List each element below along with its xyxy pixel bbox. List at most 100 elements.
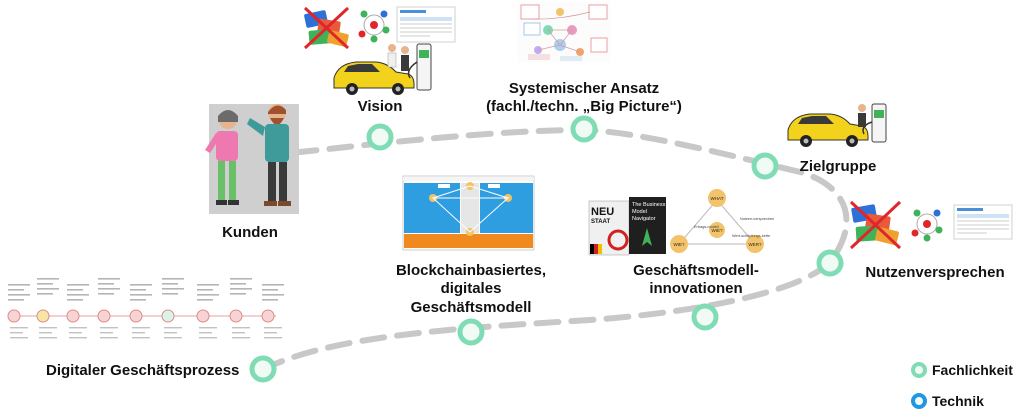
process-step-text-line <box>230 293 246 295</box>
process-step-text-line <box>230 278 252 280</box>
book2-line-3: Navigator <box>632 216 656 222</box>
legend-technik-label: Technik <box>932 393 984 409</box>
process-step-text-line <box>130 284 152 286</box>
process-step-icon <box>66 309 80 323</box>
business-model-navigator-book: The Business Model Navigator <box>629 197 666 254</box>
label-blockchain: Blockchainbasiertes, digitales Geschäfts… <box>388 262 554 317</box>
crossed-cards <box>303 6 350 50</box>
car-charging-scene <box>333 43 432 95</box>
process-step-note-line <box>69 327 87 329</box>
process-step-note-line <box>164 327 182 329</box>
process-step-text-line <box>67 289 83 291</box>
process-step-text-line <box>98 283 114 285</box>
neustaat-book: NEU STAAT <box>588 200 630 256</box>
triangle-side-left: Ertrags-modell <box>694 225 719 229</box>
process-step-note-line <box>10 327 28 329</box>
process-step-note-line <box>10 332 23 334</box>
process-step-text-line <box>8 299 24 301</box>
process-step-note-line <box>199 332 212 334</box>
process-step-note-line <box>39 332 52 334</box>
document-screenshot-2 <box>953 204 1013 240</box>
process-step-text-line <box>8 294 30 296</box>
process-step-note-line <box>100 327 118 329</box>
journey-path <box>259 126 850 373</box>
process-step-text-line <box>230 288 252 290</box>
milestone-node-vision[interactable] <box>366 123 394 151</box>
process-step-note-line <box>164 332 177 334</box>
process-step-icon <box>97 309 111 323</box>
process-step-note-line <box>132 337 150 339</box>
milestone-node-nutzenversprechen[interactable] <box>816 249 844 277</box>
process-step-icon <box>161 309 175 323</box>
process-step-text-line <box>98 278 120 280</box>
process-step-note-line <box>132 332 145 334</box>
label-systemisch-line2: (fachl./techn. „Big Picture“) <box>486 98 682 116</box>
process-step-text-line <box>130 294 152 296</box>
label-zielgruppe: Zielgruppe <box>799 158 877 175</box>
nutzenversprechen-illustration <box>849 200 1013 250</box>
process-step-text-line <box>67 299 83 301</box>
process-step-text-line <box>98 293 114 295</box>
process-step-note-line <box>264 332 277 334</box>
process-step-note-line <box>232 327 250 329</box>
process-step-text-line <box>37 288 59 290</box>
process-step-note-line <box>69 332 82 334</box>
label-blockchain-line3: Geschäftsmodell <box>410 298 532 316</box>
legend-technik-marker <box>911 393 927 409</box>
book-title-2: STAAT <box>591 219 610 225</box>
process-step-text-line <box>230 283 246 285</box>
milestone-node-zielgruppe[interactable] <box>751 152 779 180</box>
process-step-text-line <box>98 288 120 290</box>
label-systemisch: Systemischer Ansatz (fachl./techn. „Big … <box>474 80 694 117</box>
book-title-1: NEU <box>591 206 614 218</box>
zielgruppe-illustration <box>787 103 887 147</box>
process-step-text-line <box>37 283 53 285</box>
legend-fachlichkeit-marker <box>911 362 927 378</box>
triangle-top: WHAT <box>711 196 724 201</box>
process-step-text-line <box>8 284 30 286</box>
process-step-note-line <box>39 337 57 339</box>
triangle-center: WIE? <box>711 228 722 233</box>
magic-triangle: WHAT WIE? WER? WIE? Nutzen-versprechen E… <box>670 189 774 253</box>
process-step-icon <box>7 309 21 323</box>
triangle-side-top: Nutzen-versprechen <box>740 217 774 221</box>
blockchain-canvas-illustration <box>402 175 535 251</box>
milestone-node-blockchain[interactable] <box>457 318 485 346</box>
process-step-note-line <box>39 327 57 329</box>
milestone-node-prozess[interactable] <box>249 355 277 383</box>
process-step-note-line <box>100 332 113 334</box>
label-blockchain-line1: Blockchainbasiertes, <box>395 262 547 279</box>
network-hub-2 <box>911 209 943 242</box>
process-step-note-line <box>264 327 282 329</box>
label-systemisch-line1: Systemischer Ansatz <box>508 80 660 97</box>
process-step-text-line <box>162 283 178 285</box>
book2-line-2: Model <box>632 209 647 215</box>
label-gm-innovationen: Geschäftsmodell- innovationen <box>628 262 764 299</box>
process-step-icon <box>261 309 275 323</box>
label-prozess: Digitaler Geschäftsprozess <box>46 362 240 379</box>
milestone-node-systemisch[interactable] <box>570 115 598 143</box>
process-step-text-line <box>262 294 284 296</box>
book2-line-1: The Business <box>632 202 666 208</box>
process-step-note-line <box>232 332 245 334</box>
process-step-icon <box>229 309 243 323</box>
milestone-node-gm-innovationen[interactable] <box>691 303 719 331</box>
process-flow-illustration <box>7 278 284 339</box>
label-blockchain-line2: digitales <box>440 280 502 298</box>
triangle-side-right: Wert-schöpfungs-kette <box>732 234 770 238</box>
process-step-text-line <box>162 288 184 290</box>
process-step-text-line <box>262 284 284 286</box>
process-step-note-line <box>132 327 150 329</box>
triangle-right: WER? <box>748 242 761 247</box>
process-step-text-line <box>37 293 53 295</box>
process-step-text-line <box>130 289 146 291</box>
process-step-note-line <box>232 337 250 339</box>
process-step-text-line <box>262 299 278 301</box>
process-step-note-line <box>10 337 28 339</box>
gm-innovationen-illustration: NEU STAAT The Business Model Navigator W… <box>588 189 774 256</box>
process-step-note-line <box>199 327 217 329</box>
process-step-icon <box>196 309 210 323</box>
process-step-text-line <box>130 299 146 301</box>
label-nutzenversprechen: Nutzenversprechen <box>865 264 1005 281</box>
